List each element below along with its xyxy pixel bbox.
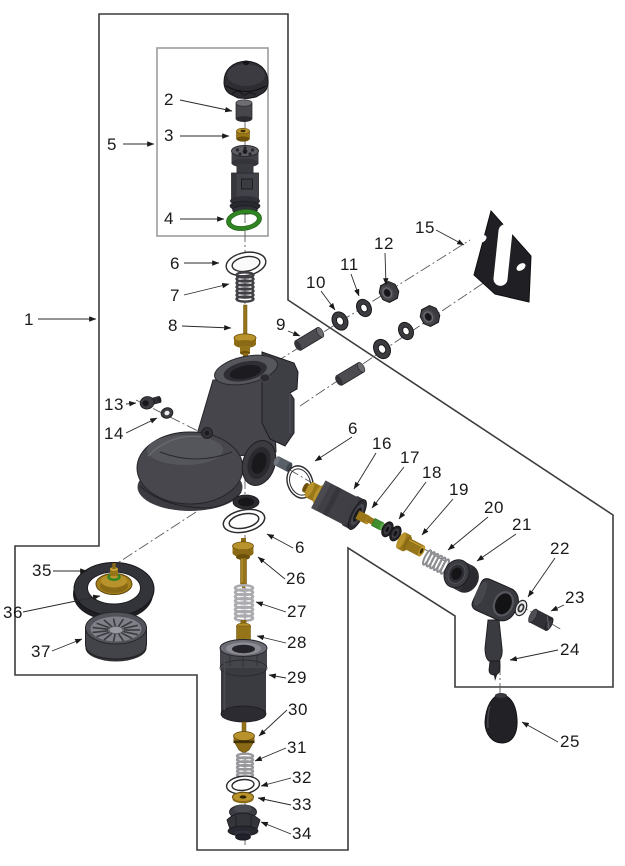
body-side-port	[241, 440, 277, 486]
part-2-cylinder	[235, 99, 253, 122]
part-plug	[273, 456, 293, 472]
callout-2: 2	[164, 90, 174, 109]
callout-22: 22	[550, 539, 570, 558]
part-7-spring	[235, 271, 255, 303]
callout-24: 24	[560, 640, 580, 659]
part-25-knob	[484, 693, 518, 744]
knob-nub	[243, 60, 249, 66]
part-23-bushing	[528, 608, 554, 631]
washer-rear-1	[373, 338, 391, 360]
part-35-disc-assembly	[95, 563, 133, 595]
part-21-lever-boss	[471, 578, 519, 622]
mounting-bracket	[261, 351, 299, 447]
part-knob	[223, 60, 269, 100]
part-4-green-oring	[226, 209, 262, 231]
callout-labels: 1 2 3 4 5 6 7 8 9 10 11 12 13 14 15 6 16…	[3, 90, 585, 843]
part-12-nut	[378, 281, 400, 303]
callout-8: 8	[168, 316, 178, 335]
part-20-nut	[443, 559, 479, 593]
callout-4: 4	[164, 209, 174, 228]
body-top-port	[214, 354, 278, 386]
callout-31: 31	[287, 738, 307, 757]
callout-1: 1	[24, 310, 34, 329]
part-3-brass-nut	[236, 127, 250, 142]
leader-lines	[22, 99, 565, 835]
callout-16: 16	[372, 434, 392, 453]
part-37-strainer	[85, 611, 147, 662]
callout-33: 33	[292, 795, 312, 814]
part-29-cylinder	[219, 639, 268, 723]
callout-37: 37	[31, 642, 51, 661]
part-6-ring-lower	[222, 508, 266, 534]
part-16-cartridge	[302, 480, 371, 530]
subassembly-box	[156, 47, 269, 237]
callout-29: 29	[287, 668, 307, 687]
part-32-oring	[225, 775, 261, 795]
callout-6-side: 6	[348, 419, 358, 438]
callout-15: 15	[415, 218, 435, 237]
nut-rear	[419, 305, 441, 327]
part-13-screw	[139, 396, 162, 410]
washer-rear-2	[398, 321, 414, 341]
callout-5: 5	[107, 135, 117, 154]
callout-28: 28	[287, 633, 307, 652]
part-9-pin-2	[335, 362, 366, 386]
callout-11: 11	[340, 255, 359, 274]
part-15-gasket	[473, 209, 532, 303]
callout-12: 12	[374, 234, 394, 253]
callout-18: 18	[422, 463, 442, 482]
callout-25: 25	[560, 732, 580, 751]
part-33-brass-seat	[232, 791, 254, 804]
callout-6-lower: 6	[295, 538, 305, 557]
callout-36: 36	[3, 603, 23, 622]
callout-21: 21	[512, 515, 532, 534]
callout-32: 32	[292, 768, 312, 787]
callout-30: 30	[288, 700, 308, 719]
callout-6-upper: 6	[170, 254, 180, 273]
part-upper-cartridge	[229, 145, 261, 215]
part-24-lever-shaft	[484, 619, 503, 681]
callout-14: 14	[104, 424, 124, 443]
cartridge-window	[241, 178, 253, 190]
callout-20: 20	[484, 498, 504, 517]
part-11-washer	[356, 298, 372, 318]
callout-10: 10	[306, 273, 326, 292]
part-31-spring	[235, 752, 255, 779]
part-26-stem	[232, 538, 254, 588]
part-10-washer	[331, 311, 349, 331]
callout-27: 27	[287, 602, 307, 621]
part-8-stem	[233, 304, 257, 359]
part-6-oring-side	[286, 465, 314, 499]
part-14-washer	[160, 407, 174, 419]
callout-23: 23	[565, 588, 585, 607]
part-18-brass-fitting	[396, 532, 426, 557]
part-17-stem-seals	[365, 516, 402, 542]
part-6-ring-upper	[225, 251, 267, 277]
callout-9: 9	[276, 315, 286, 334]
part-27-spring	[233, 583, 255, 623]
callout-13: 13	[104, 395, 124, 414]
assembly-outline	[14, 13, 614, 851]
part-30-brass-poppet	[233, 721, 255, 754]
part-22-washer	[514, 599, 528, 617]
callout-35: 35	[32, 561, 52, 580]
callout-3: 3	[164, 126, 174, 145]
part-main-body	[136, 351, 299, 511]
callout-19: 19	[449, 480, 469, 499]
strainer-slots	[92, 618, 140, 642]
part-9-pin-1	[294, 327, 325, 351]
callout-17: 17	[400, 448, 420, 467]
part-34-outlet-fitting	[226, 804, 261, 841]
callout-34: 34	[292, 824, 312, 843]
callout-7: 7	[170, 286, 180, 305]
callout-26: 26	[286, 569, 306, 588]
